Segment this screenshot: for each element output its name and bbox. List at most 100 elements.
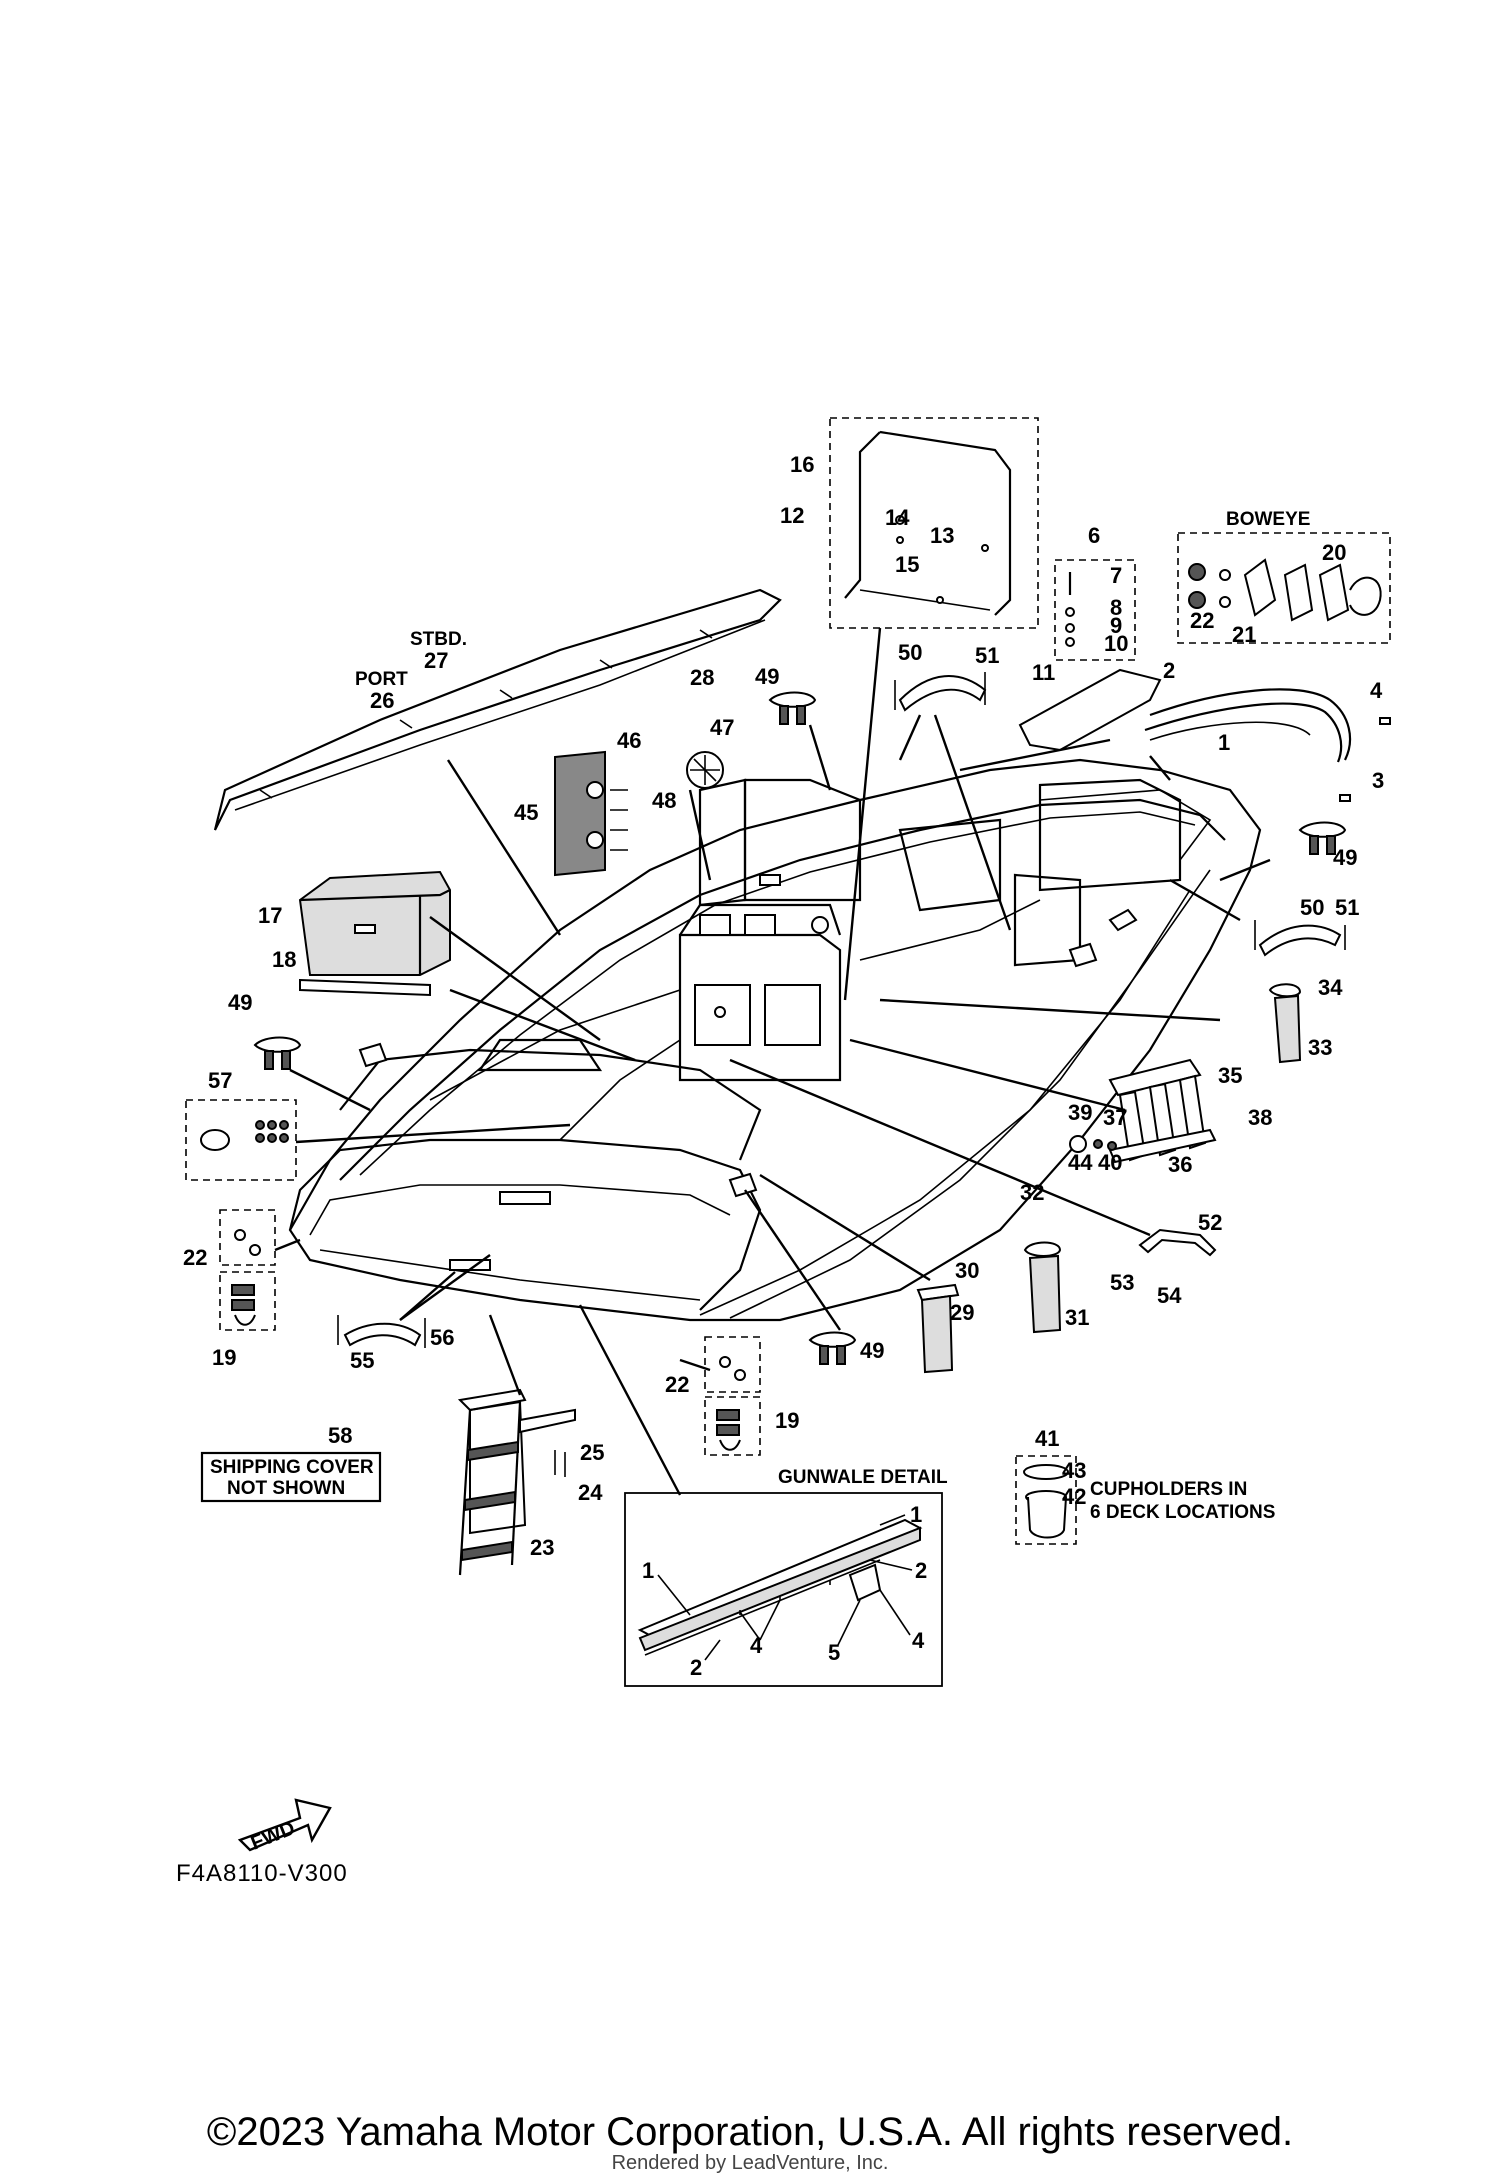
gunwale-callout-2-a: 2 <box>915 1558 927 1583</box>
callout-45: 45 <box>514 800 538 825</box>
fwd-label: FWD <box>248 1817 298 1854</box>
gunwale-callout-1-b: 1 <box>642 1558 654 1583</box>
callout-25: 25 <box>580 1440 604 1465</box>
callout-2: 2 <box>1163 658 1175 683</box>
callout-39: 39 <box>1068 1100 1092 1125</box>
callout-9: 9 <box>1110 613 1122 638</box>
callout-3: 3 <box>1372 768 1384 793</box>
callout-26: 26 <box>370 688 394 713</box>
hardware-6 <box>1054 559 1136 661</box>
rod-rack-35 <box>1108 1058 1217 1164</box>
callout-51-a: 51 <box>975 643 999 668</box>
callout-31: 31 <box>1065 1305 1089 1330</box>
grate-47 <box>686 751 724 789</box>
callout-38: 38 <box>1248 1105 1272 1130</box>
rod-18 <box>299 978 431 997</box>
rod-holder-29 <box>916 1283 960 1374</box>
callout-56: 56 <box>430 1325 454 1350</box>
callout-8: 8 <box>1110 595 1122 620</box>
callout-49-b: 49 <box>1333 845 1357 870</box>
callout-30: 30 <box>955 1258 979 1283</box>
gunwale-callout-2-b: 2 <box>690 1655 702 1680</box>
cleat-49-c <box>253 1036 302 1070</box>
callout-43: 43 <box>1062 1458 1086 1483</box>
boweye-assembly <box>1177 532 1391 644</box>
grab-handle-50-a <box>894 672 987 712</box>
callout-54: 54 <box>1157 1283 1182 1308</box>
callouts: 1 2 3 4 6 7 8 9 10 11 12 13 14 15 16 17 … <box>183 452 1384 1680</box>
callout-36: 36 <box>1168 1152 1192 1177</box>
callout-34: 34 <box>1318 975 1343 1000</box>
rod-holder-31 <box>1023 1241 1062 1334</box>
callout-24: 24 <box>578 1480 603 1505</box>
hardware-37-40-44 <box>1069 1135 1117 1153</box>
callout-57: 57 <box>208 1068 232 1093</box>
callout-28: 28 <box>690 665 714 690</box>
cooler <box>298 870 451 976</box>
cleat-49-a <box>768 691 817 725</box>
windshield-rail <box>213 588 782 831</box>
ladder-23 <box>457 1388 576 1576</box>
diagram-code: F4A8110-V300 <box>176 1860 348 1887</box>
callout-44: 44 <box>1068 1150 1093 1175</box>
callout-58: 58 <box>328 1423 352 1448</box>
callout-40: 40 <box>1098 1150 1122 1175</box>
fwd-arrow-icon: FWD <box>237 1798 332 1855</box>
stern-light-57 <box>185 1099 297 1181</box>
gunwale-detail <box>624 1492 943 1687</box>
callout-47: 47 <box>710 715 734 740</box>
gunwale-callout-1-a: 1 <box>910 1502 922 1527</box>
gunwale-callout-5: 5 <box>828 1640 840 1665</box>
plate-11 <box>1018 668 1162 752</box>
callout-51-b: 51 <box>1335 895 1359 920</box>
callout-49-c: 49 <box>228 990 252 1015</box>
cupholders-line1: CUPHOLDERS IN <box>1090 1479 1247 1500</box>
rendered-by-text: Rendered by LeadVenture, Inc. <box>611 2152 889 2174</box>
panel-45 <box>554 750 628 877</box>
gunwale-detail-header: GUNWALE DETAIL <box>778 1467 948 1488</box>
gunwale-trim <box>1144 688 1391 802</box>
callout-4: 4 <box>1370 678 1383 703</box>
leader-lines <box>274 627 1271 1496</box>
port-header: PORT <box>355 669 408 690</box>
callout-37: 37 <box>1103 1105 1127 1130</box>
callout-50-b: 50 <box>1300 895 1324 920</box>
copyright-text: ©2023 Yamaha Motor Corporation, U.S.A. A… <box>206 2110 1294 2154</box>
callout-10: 10 <box>1104 631 1128 656</box>
cupholders-line2: 6 DECK LOCATIONS <box>1090 1502 1275 1523</box>
callout-14: 14 <box>885 505 910 530</box>
callout-22-left: 22 <box>183 1245 207 1270</box>
shipping-cover-line1: SHIPPING COVER <box>210 1457 374 1478</box>
callout-12: 12 <box>780 503 804 528</box>
callout-11: 11 <box>1032 660 1055 685</box>
callout-19-left: 19 <box>212 1345 236 1370</box>
cleat-assembly-19-left <box>219 1209 276 1331</box>
callout-41: 41 <box>1035 1426 1059 1451</box>
rod-holder-33 <box>1268 983 1302 1064</box>
callout-6: 6 <box>1088 523 1100 548</box>
callout-46: 46 <box>617 728 641 753</box>
callout-22-right: 22 <box>665 1372 689 1397</box>
grab-handle-55 <box>337 1315 426 1348</box>
callout-55: 55 <box>350 1348 374 1373</box>
callout-7: 7 <box>1110 563 1122 588</box>
handle-52 <box>1138 1228 1217 1257</box>
callout-19-right: 19 <box>775 1408 799 1433</box>
callout-15: 15 <box>895 552 919 577</box>
tower-frame <box>829 417 1039 629</box>
cleat-49-b <box>1298 821 1347 855</box>
grab-handle-50-b <box>1254 920 1346 957</box>
shipping-cover-line2: NOT SHOWN <box>227 1478 345 1499</box>
callout-29: 29 <box>950 1300 974 1325</box>
gunwale-leaders <box>657 1514 913 1661</box>
callout-18: 18 <box>272 947 296 972</box>
callout-35: 35 <box>1218 1063 1242 1088</box>
callout-17: 17 <box>258 903 282 928</box>
callout-22-boweye: 22 <box>1190 608 1214 633</box>
callout-23: 23 <box>530 1535 554 1560</box>
callout-27: 27 <box>424 648 448 673</box>
gunwale-callout-4-b: 4 <box>912 1628 925 1653</box>
callout-32: 32 <box>1020 1180 1044 1205</box>
stbd-header: STBD. <box>410 629 467 650</box>
